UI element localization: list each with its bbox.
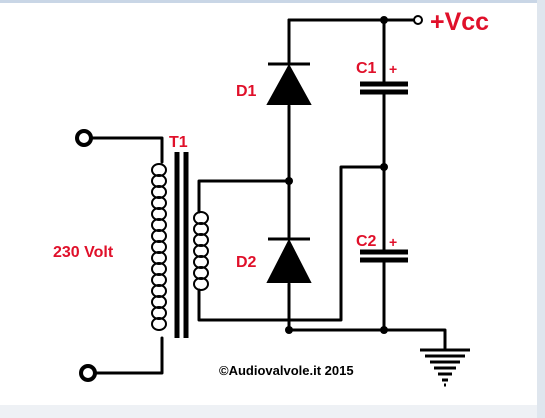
junction-mid-right (380, 163, 388, 171)
wire-primary-top (86, 136, 164, 164)
wire-secondary-top (197, 179, 291, 214)
vcc-terminal-icon (413, 15, 423, 25)
secondary-coil (193, 211, 209, 291)
terminal-icon (75, 15, 423, 382)
junction-dots (285, 16, 388, 334)
c1-plus-label: + (389, 61, 397, 77)
transformer-t1 (151, 152, 209, 338)
input-terminal-bottom-icon (79, 364, 97, 382)
junction-bottom-right (380, 326, 388, 334)
top-border (0, 0, 545, 3)
capacitor-c2 (360, 249, 408, 263)
wire-bottom-rail (287, 328, 447, 350)
junction-top (380, 16, 388, 24)
d2-label: D2 (236, 254, 257, 271)
c1-label: C1 (356, 60, 377, 77)
junction-mid-left (285, 177, 293, 185)
primary-coil (151, 163, 167, 331)
input-voltage-label: 230 Volt (53, 244, 114, 261)
junction-bottom-left (285, 326, 293, 334)
t1-label: T1 (169, 134, 188, 151)
input-terminal-top-icon (75, 129, 93, 147)
c2-label: C2 (356, 233, 377, 250)
c2-plus-label: + (389, 234, 397, 250)
diode-d1 (266, 62, 312, 105)
d1-label: D1 (236, 83, 257, 100)
capacitor-c1 (360, 81, 408, 95)
diode-d2 (266, 237, 312, 283)
bottom-border (0, 405, 545, 418)
right-border (537, 0, 545, 418)
wire-secondary-bottom (197, 165, 386, 322)
vcc-label: +Vcc (430, 8, 489, 36)
ground-icon (420, 348, 470, 387)
wire-primary-bottom (86, 336, 164, 375)
copyright-label: ©Audiovalvole.it 2015 (219, 363, 354, 378)
